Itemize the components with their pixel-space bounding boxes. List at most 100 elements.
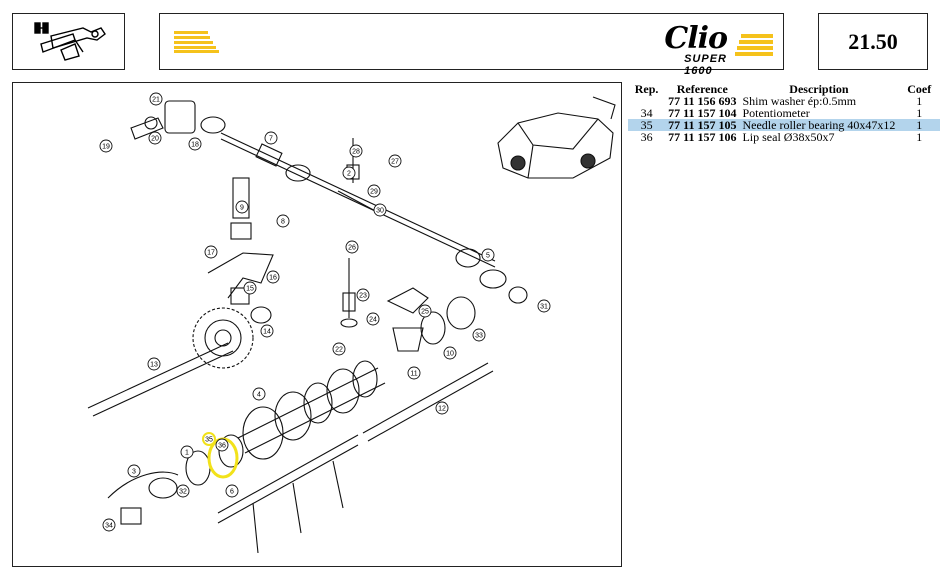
callout-label: 18	[191, 142, 199, 149]
callout-label: 30	[376, 208, 384, 215]
brand-subtitle: SUPER 1600	[684, 53, 727, 77]
callout-34: 34	[102, 518, 116, 532]
table-row[interactable]: 77 11 156 693 Shim washer ép:0.5mm 1	[628, 95, 940, 107]
col-rep-header: Rep.	[634, 82, 659, 96]
callout-label: 11	[410, 371, 417, 378]
callout-16: 16	[266, 270, 280, 284]
callout-label: 4	[257, 392, 261, 399]
callout-label: 28	[352, 149, 360, 156]
callout-label: 17	[207, 250, 215, 257]
callout-label: 25	[421, 309, 429, 316]
callout-label: 13	[150, 362, 158, 369]
coef-cell: 1	[916, 94, 923, 108]
coef-cell: 1	[898, 119, 940, 131]
col-reference-header: Reference	[676, 82, 728, 96]
callout-label: 2	[347, 171, 351, 178]
callout-19: 19	[99, 139, 113, 153]
callout-30: 30	[373, 203, 387, 217]
callout-label: 34	[105, 523, 113, 530]
reference-cell: 77 11 157 105	[665, 119, 740, 131]
yellow-stripes-left-icon	[174, 31, 219, 53]
reference-cell: 77 11 156 693	[668, 94, 737, 108]
callout-22: 22	[332, 342, 346, 356]
car-icon	[497, 96, 616, 179]
callout-label: 12	[438, 406, 446, 413]
callout-36: 36	[215, 438, 229, 452]
coef-cell: 1	[916, 106, 923, 120]
callout-8: 8	[276, 214, 290, 228]
description-cell: Needle roller bearing 40x47x12	[739, 119, 899, 131]
category-icon-box	[12, 13, 125, 70]
callout-label: 31	[540, 304, 548, 311]
callout-12: 12	[435, 401, 449, 415]
callout-label: 23	[359, 293, 367, 300]
yellow-stripes-right-icon	[735, 34, 773, 56]
callout-9: 9	[235, 200, 249, 214]
rep-cell: 34	[640, 106, 653, 120]
callout-label: 19	[102, 144, 110, 151]
callout-15: 15	[243, 281, 257, 295]
callout-11: 11	[407, 366, 421, 380]
callout-label: 5	[486, 253, 490, 260]
callout-label: 7	[269, 136, 273, 143]
col-description-header: Description	[789, 82, 849, 96]
gearshift-icon	[34, 22, 106, 61]
callout-label: 36	[218, 443, 226, 450]
page-number-box: 21.50	[818, 13, 928, 70]
callout-label: 9	[240, 205, 244, 212]
callout-2: 2	[342, 166, 356, 180]
callout-18: 18	[188, 137, 202, 151]
callout-label: 10	[446, 351, 454, 358]
callout-24: 24	[366, 312, 380, 326]
reference-cell: 77 11 157 106	[668, 130, 737, 144]
callout-10: 10	[443, 346, 457, 360]
table-row[interactable]: 34 77 11 157 104 Potentiometer 1	[628, 107, 940, 119]
callout-14: 14	[260, 324, 274, 338]
callout-6: 6	[225, 484, 239, 498]
callout-17: 17	[204, 245, 218, 259]
callout-4: 4	[252, 387, 266, 401]
callout-3: 3	[127, 464, 141, 478]
col-coef-header: Coef	[907, 82, 932, 96]
coef-cell: 1	[916, 130, 923, 144]
callout-7: 7	[264, 131, 278, 145]
callout-label: 3	[132, 469, 136, 476]
callout-29: 29	[367, 184, 381, 198]
callout-20: 20	[148, 131, 162, 145]
callout-25: 25	[418, 304, 432, 318]
callout-23: 23	[356, 288, 370, 302]
callout-26: 26	[345, 240, 359, 254]
callout-1: 1	[180, 445, 194, 459]
callout-5: 5	[481, 248, 495, 262]
callout-32: 32	[176, 484, 190, 498]
rep-cell: 36	[640, 130, 653, 144]
callout-31: 31	[537, 299, 551, 313]
description-cell: Potentiometer	[742, 106, 810, 120]
parts-table: Rep. Reference Description Coef 77 11 15…	[628, 83, 940, 143]
callout-label: 16	[269, 275, 277, 282]
table-row[interactable]: 36 77 11 157 106 Lip seal Ø38x50x7 1	[628, 131, 940, 143]
callout-label: 20	[151, 136, 159, 143]
callout-label: 14	[263, 329, 271, 336]
page-number: 21.50	[848, 28, 898, 54]
callout-label: 33	[475, 333, 483, 340]
description-cell: Shim washer ép:0.5mm	[742, 94, 857, 108]
rep-cell: 35	[628, 119, 666, 131]
callout-13: 13	[147, 357, 161, 371]
callout-28: 28	[349, 144, 363, 158]
brand-name: Clio	[664, 21, 728, 56]
callout-label: 35	[205, 437, 213, 444]
callout-label: 15	[246, 286, 254, 293]
table-row-selected[interactable]: 35 77 11 157 105 Needle roller bearing 4…	[628, 119, 940, 131]
callout-label: 6	[230, 489, 234, 496]
callout-label: 21	[152, 97, 160, 104]
callout-label: 22	[335, 347, 343, 354]
description-cell: Lip seal Ø38x50x7	[742, 130, 835, 144]
callout-35: 35	[202, 432, 216, 446]
model-logo-box: Clio SUPER 1600	[159, 13, 784, 77]
callout-27: 27	[388, 154, 402, 168]
callout-label: 26	[348, 245, 356, 252]
